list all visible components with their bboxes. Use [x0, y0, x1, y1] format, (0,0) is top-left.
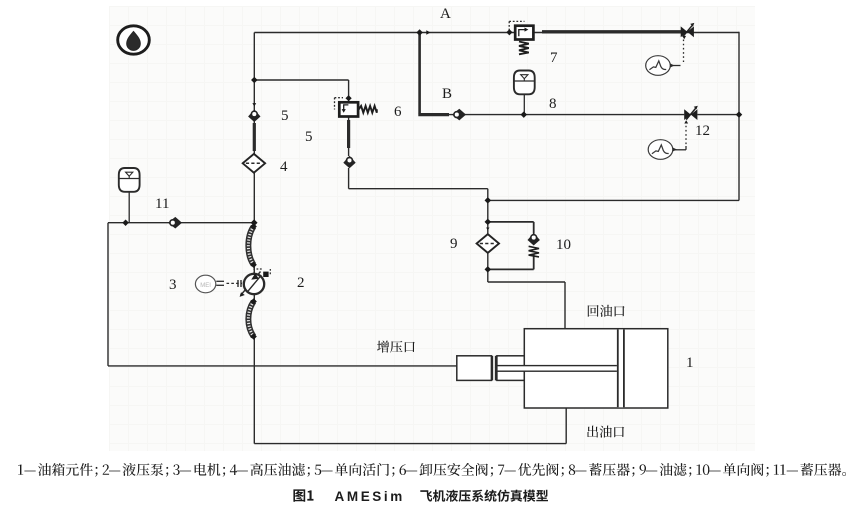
svg-text:MEI: MEI	[200, 283, 211, 289]
